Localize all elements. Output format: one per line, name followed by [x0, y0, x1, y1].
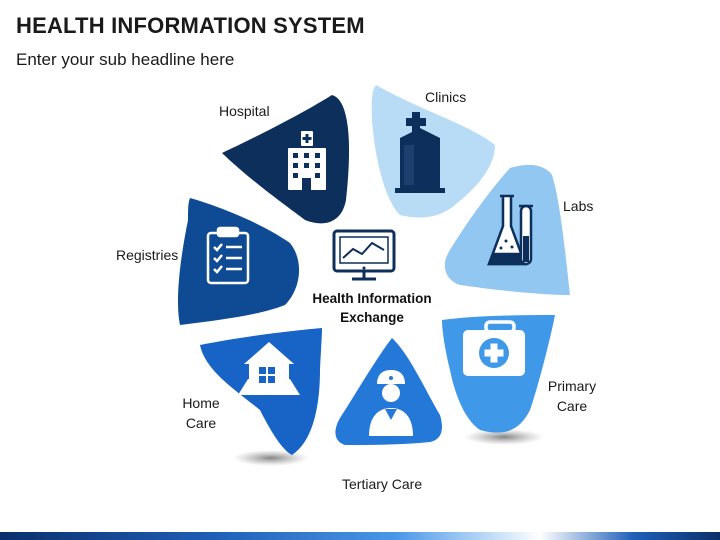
label-primary-care: Primary Care	[547, 378, 597, 414]
segment-clinics[interactable]	[371, 85, 495, 218]
segment-tertiary-care[interactable]	[335, 338, 442, 445]
nurse-icon	[369, 370, 413, 436]
first-aid-kit-icon	[463, 320, 525, 376]
center-label: Health Information Exchange	[312, 291, 432, 325]
home-icon	[238, 342, 300, 395]
primary-care-shadow	[464, 429, 544, 445]
label-clinics: Clinics	[425, 89, 467, 105]
clinic-tower-icon	[395, 112, 445, 193]
segment-home-care[interactable]	[200, 328, 322, 455]
monitor-chart-icon	[332, 229, 396, 281]
footer-bar	[0, 532, 720, 540]
segment-registries-shape	[177, 198, 300, 325]
page-subtitle: Enter your sub headline here	[16, 50, 235, 69]
segment-hospital[interactable]	[222, 95, 350, 224]
home-care-shadow	[233, 450, 309, 466]
segment-primary-care[interactable]	[442, 315, 555, 433]
segment-registries[interactable]	[177, 198, 300, 325]
label-hospital: Hospital	[219, 103, 270, 119]
page-title: HEALTH INFORMATION SYSTEM	[16, 13, 365, 38]
clipboard-checklist-icon	[206, 226, 250, 285]
segment-labs[interactable]	[444, 164, 570, 295]
label-home-care: Home Care	[182, 395, 220, 431]
lab-flask-icon	[487, 194, 533, 266]
label-registries: Registries	[116, 247, 179, 263]
label-labs: Labs	[563, 198, 594, 214]
hospital-building-icon	[288, 131, 326, 190]
segment-hospital-shape	[222, 95, 350, 224]
label-tertiary-care: Tertiary Care	[342, 476, 423, 492]
